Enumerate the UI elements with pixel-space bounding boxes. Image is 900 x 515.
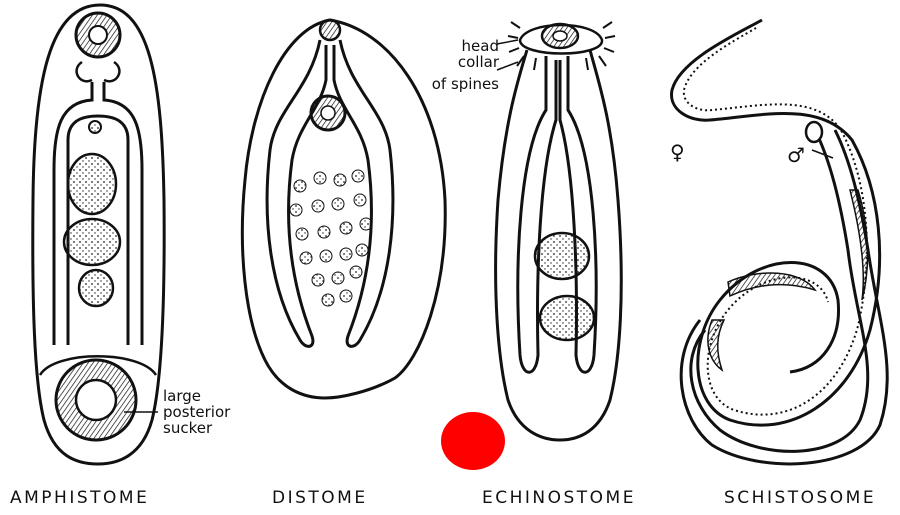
distome-oral-sucker: [320, 20, 340, 40]
echinostome-testis-2: [540, 296, 594, 340]
schistosome-male: [681, 130, 887, 464]
echinostome-figure: [496, 22, 622, 440]
posterior-sucker-label: large posterior sucker: [163, 388, 230, 436]
posterior-sucker-line-1: large: [163, 388, 230, 404]
caption-echinostome: ECHINOSTOME: [482, 488, 636, 508]
amphistome-testis-2: [64, 219, 120, 265]
distome-figure: [242, 20, 445, 398]
posterior-sucker-line-2: posterior: [163, 404, 230, 420]
distome-body-outline: [242, 20, 445, 398]
red-marker-dot: [441, 412, 505, 470]
schistosome-sucker: [806, 122, 822, 142]
head-collar-line-2: of spines: [421, 76, 499, 92]
schistosome-female: [672, 20, 880, 425]
echinostome-testis-1: [535, 233, 589, 279]
head-collar-label: head collar of spines: [421, 38, 499, 92]
amphistome-ovary: [79, 270, 113, 306]
spines-pointer: [497, 62, 518, 70]
schistosome-figure: [672, 20, 888, 464]
head-collar-line-1: head collar: [421, 38, 499, 70]
head-collar-pointer: [497, 40, 518, 44]
amphistome-pharynx: [77, 62, 120, 81]
male-pointer: [812, 150, 833, 158]
amphistome-genital-pore: [89, 121, 101, 133]
caption-schistosome: SCHISTOSOME: [724, 488, 876, 508]
female-symbol: ♀: [670, 140, 685, 164]
posterior-sucker-line-3: sucker: [163, 420, 230, 436]
caption-distome: DISTOME: [272, 488, 368, 508]
amphistome-testis-1: [68, 154, 116, 214]
caption-amphistome: AMPHISTOME: [10, 488, 149, 508]
male-symbol: ♂: [787, 143, 805, 167]
amphistome-figure: [33, 5, 164, 464]
distome-vitelline-cluster: [290, 170, 372, 306]
